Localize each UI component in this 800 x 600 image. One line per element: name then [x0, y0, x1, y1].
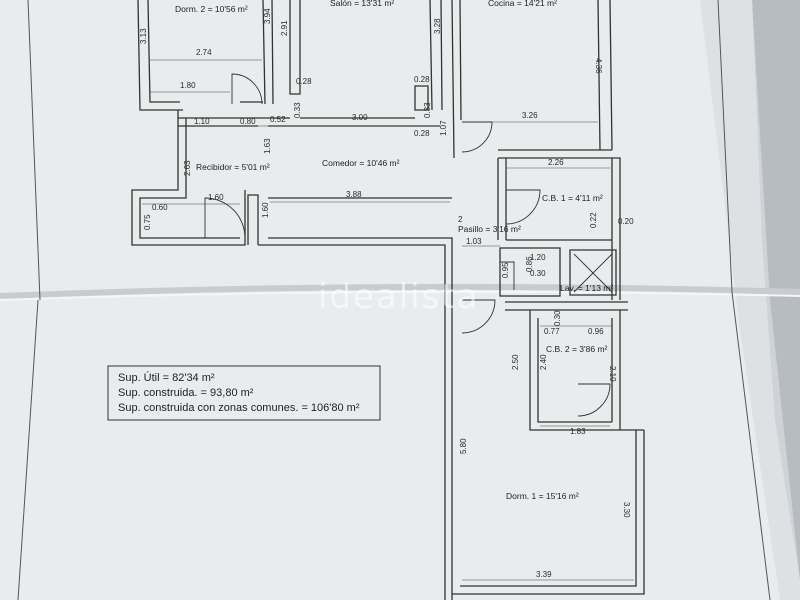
dim-2: 2	[458, 215, 463, 224]
wall-salon-right	[429, 0, 443, 111]
watermark-logo: idealista	[318, 277, 480, 317]
door-entrance	[204, 197, 246, 239]
dim-2-10: 2.10	[608, 366, 617, 382]
dim-3-28: 3.28	[433, 18, 442, 34]
room-label-cb2: C.B. 2 = 3'86 m²	[546, 344, 608, 354]
walls	[131, 0, 645, 600]
summary-util: Sup. Útil = 82'34 m²	[118, 371, 215, 384]
door-lav-closet	[500, 261, 515, 290]
room-label-cb1: C.B. 1 = 4'11 m²	[542, 193, 603, 203]
wall-cb1-bottom	[506, 158, 613, 300]
wall-salon-left	[289, 0, 301, 95]
dim-1-80: 1.80	[180, 81, 196, 90]
room-label-dorm2: Dorm. 2 = 10'56 m²	[175, 4, 248, 14]
dim-3-00: 3.00	[352, 113, 368, 122]
room-label-comedor: Comedor = 10'46 m²	[322, 158, 400, 168]
wall-cb2-top	[505, 301, 628, 311]
dim-3-13: 3.13	[139, 28, 148, 44]
sheet-frame-left-top	[27, 0, 41, 301]
sheet-frame-left-bottom	[17, 299, 39, 600]
pillar-comedor	[247, 194, 259, 245]
dim-0-52: 0.52	[270, 115, 286, 124]
dim-2-74: 2.74	[196, 48, 212, 57]
dim-0-28-a: 0.28	[296, 77, 312, 86]
dim-0-22: 0.22	[589, 212, 598, 228]
wall-cb1-right	[612, 157, 621, 300]
dim-2-40: 2.40	[539, 354, 548, 370]
dim-1-60-a: 1.60	[208, 193, 224, 202]
dim-0-86: 0.86	[525, 256, 534, 272]
dim-2-63: 2.63	[183, 160, 192, 176]
room-label-salon: Salón = 13'31 m²	[330, 0, 394, 8]
dim-3-30: 3.30	[622, 502, 631, 518]
dim-1-83: 1.83	[570, 427, 586, 436]
wall-comedor-bottom	[258, 237, 453, 600]
dim-0-20: 0.20	[618, 217, 634, 226]
sheet-frame-right-bottom	[731, 291, 771, 600]
paper-fold	[0, 283, 800, 299]
doors	[204, 73, 613, 417]
wall-lav-box	[569, 249, 617, 296]
wall-recibidor-inner	[139, 118, 240, 239]
lav-cross-2	[573, 253, 613, 293]
wall-dorm2-left-inner	[147, 0, 180, 103]
wall-dorm2-left	[137, 0, 183, 111]
summary-comunes: Sup. construida con zonas comunes. = 106…	[118, 402, 360, 414]
dim-4-36: 4.36	[594, 58, 603, 74]
dim-2-91: 2.91	[280, 20, 289, 36]
pillar-salon	[414, 85, 429, 111]
dim-0-28-b: 0.28	[414, 75, 430, 84]
door-dorm1	[461, 299, 496, 334]
dim-0-33-b: 0.33	[423, 102, 432, 118]
dim-0-95: 0.95	[501, 262, 510, 278]
wall-kitchen-bottom	[498, 149, 612, 159]
dim-1-03: 1.03	[466, 237, 482, 246]
room-label-lav: Lav. = 1'13 m²	[560, 283, 613, 293]
summary-box	[107, 365, 381, 421]
room-label-recibidor: Recibidor = 5'01 m²	[196, 162, 270, 172]
dim-0-75: 0.75	[143, 214, 152, 230]
wall-cb1-left	[497, 158, 507, 240]
dimension-lines	[142, 59, 634, 581]
sheet-frame-right-top	[717, 0, 733, 293]
wall-lav-closet	[499, 247, 561, 297]
wall-kitchen-right	[597, 0, 613, 151]
dim-5-80: 5.80	[459, 438, 468, 454]
wall-dorm1	[452, 430, 645, 595]
dim-0-33-a: 0.33	[293, 102, 302, 118]
wall-cb2-right	[611, 310, 621, 430]
wall-cb2	[529, 310, 620, 431]
dim-0-77: 0.77	[544, 327, 560, 336]
dim-0-96: 0.96	[588, 327, 604, 336]
dim-1-63: 1.63	[263, 138, 272, 154]
summary-construida: Sup. construida. = 93,80 m²	[118, 387, 254, 399]
dim-1-60-b: 1.60	[261, 202, 270, 218]
room-label-dorm1: Dorm. 1 = 15'16 m²	[506, 491, 579, 501]
paper-fold-highlight	[0, 290, 800, 301]
dim-0-80: 0.80	[240, 117, 256, 126]
dim-2-26: 2.26	[548, 158, 564, 167]
room-label-cocina: Cocina = 14'21 m²	[488, 0, 557, 8]
dim-1-20: 1.20	[530, 253, 546, 262]
dim-2-50: 2.50	[511, 354, 520, 370]
wall-kitchen-left	[451, 0, 462, 159]
door-kitchen	[461, 121, 493, 153]
room-label-pasillo: Pasillo = 3'16 m²	[458, 224, 521, 234]
dim-0-30-b: 0.30	[553, 310, 562, 326]
wall-dorm2-right	[262, 0, 274, 105]
door-cb2	[577, 383, 611, 417]
dim-3-26: 3.26	[522, 111, 538, 120]
dim-1-10: 1.10	[194, 117, 210, 126]
dim-3-94: 3.94	[263, 8, 272, 24]
dim-0-60: 0.60	[152, 203, 168, 212]
dim-0-28-c: 0.28	[414, 129, 430, 138]
dim-0-30-a: 0.30	[530, 269, 546, 278]
dim-3-39: 3.39	[536, 570, 552, 579]
dim-1-07: 1.07	[439, 120, 448, 136]
door-cb1	[505, 189, 541, 225]
dim-3-88: 3.88	[346, 190, 362, 199]
door-dorm2	[231, 73, 263, 105]
